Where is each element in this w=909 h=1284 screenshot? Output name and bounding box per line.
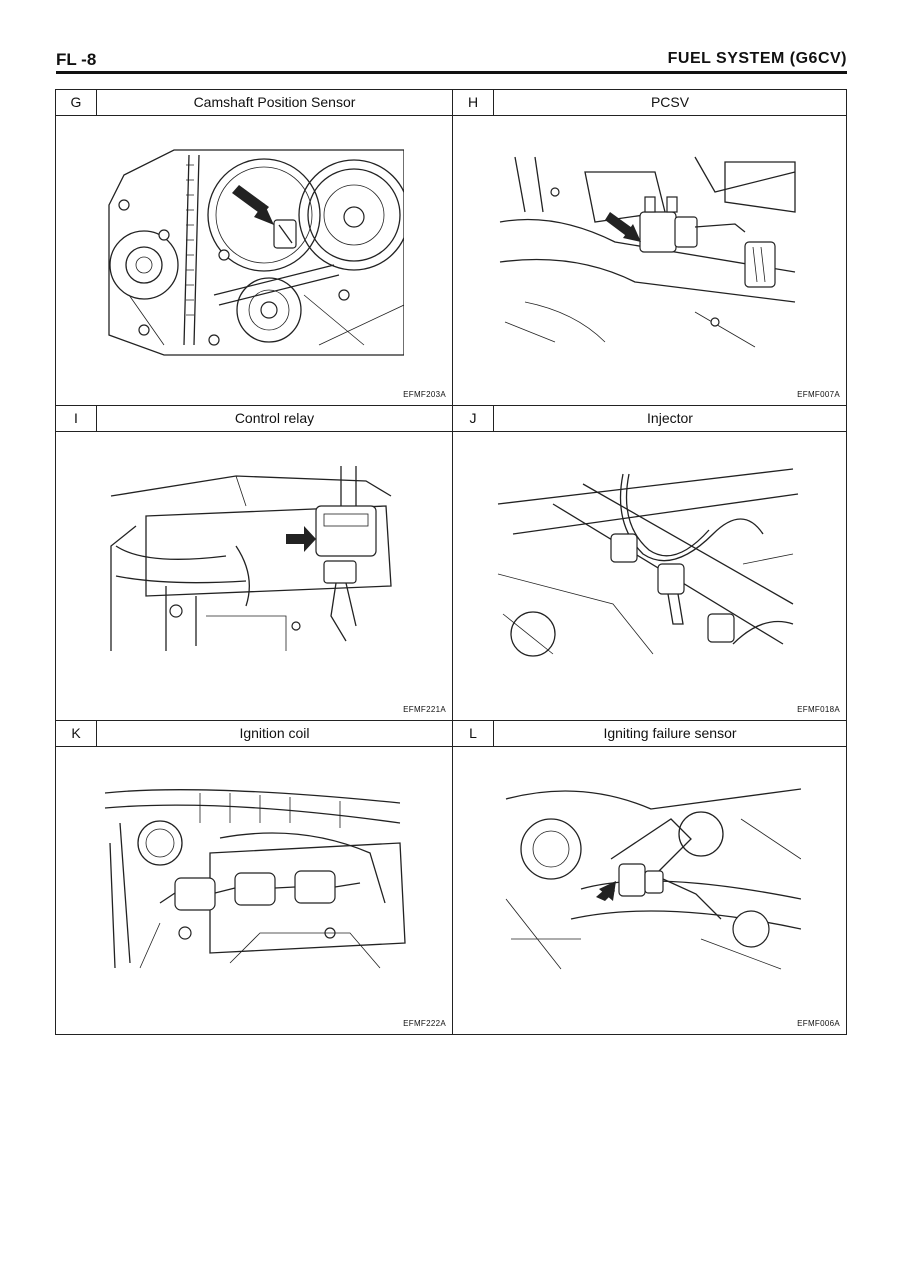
panel-header: H PCSV <box>453 90 846 116</box>
column-divider <box>452 90 453 1034</box>
panel-letter: G <box>56 90 97 115</box>
row-divider <box>56 720 846 721</box>
pcsv-figure <box>499 156 796 348</box>
panel-letter: H <box>453 90 494 115</box>
page-header: FL -8 FUEL SYSTEM (G6CV) <box>56 50 847 72</box>
panel-camshaft-position-sensor: G Camshaft Position Sensor EFMF203A <box>56 90 452 405</box>
panel-header: I Control relay <box>56 406 452 432</box>
panel-header: J Injector <box>453 406 846 432</box>
igniting-failure-sensor-figure <box>505 788 801 970</box>
section-title: FUEL SYSTEM (G6CV) <box>667 50 847 67</box>
panel-letter: I <box>56 406 97 431</box>
panel-header: G Camshaft Position Sensor <box>56 90 452 116</box>
injector-figure <box>497 468 799 657</box>
panel-letter: L <box>453 721 494 746</box>
panel-injector: J Injector EFMF018A <box>453 406 846 720</box>
figure-code: EFMF203A <box>403 390 446 399</box>
panel-header: L Igniting failure sensor <box>453 721 846 747</box>
panel-title: Control relay <box>234 410 315 426</box>
page-number: FL -8 <box>56 50 97 69</box>
camshaft-sensor-figure <box>108 149 404 356</box>
panel-title: Injector <box>647 410 693 426</box>
row-divider <box>56 405 846 406</box>
figure-code: EFMF007A <box>797 390 840 399</box>
panel-title: Ignition coil <box>239 725 310 741</box>
panel-ignition-coil: K Ignition coil EFMF222A <box>56 721 452 1034</box>
panel-control-relay: I Control relay EFMF221A <box>56 406 452 720</box>
figure-code: EFMF221A <box>403 705 446 714</box>
figure-code: EFMF018A <box>797 705 840 714</box>
component-location-table: G Camshaft Position Sensor EFMF203A <box>55 89 847 1035</box>
panel-title: PCSV <box>650 94 690 110</box>
panel-title: Camshaft Position Sensor <box>193 94 356 110</box>
figure-code: EFMF006A <box>797 1019 840 1028</box>
panel-letter: K <box>56 721 97 746</box>
panel-title: Igniting failure sensor <box>603 725 737 741</box>
figure-code: EFMF222A <box>403 1019 446 1028</box>
panel-igniting-failure-sensor: L Igniting failure sensor EFMF006A <box>453 721 846 1034</box>
header-rule <box>56 71 847 74</box>
panel-letter: J <box>453 406 494 431</box>
panel-pcsv: H PCSV EFMF007A <box>453 90 846 405</box>
control-relay-figure <box>110 466 392 651</box>
ignition-coil-figure <box>104 789 406 969</box>
panel-header: K Ignition coil <box>56 721 452 747</box>
